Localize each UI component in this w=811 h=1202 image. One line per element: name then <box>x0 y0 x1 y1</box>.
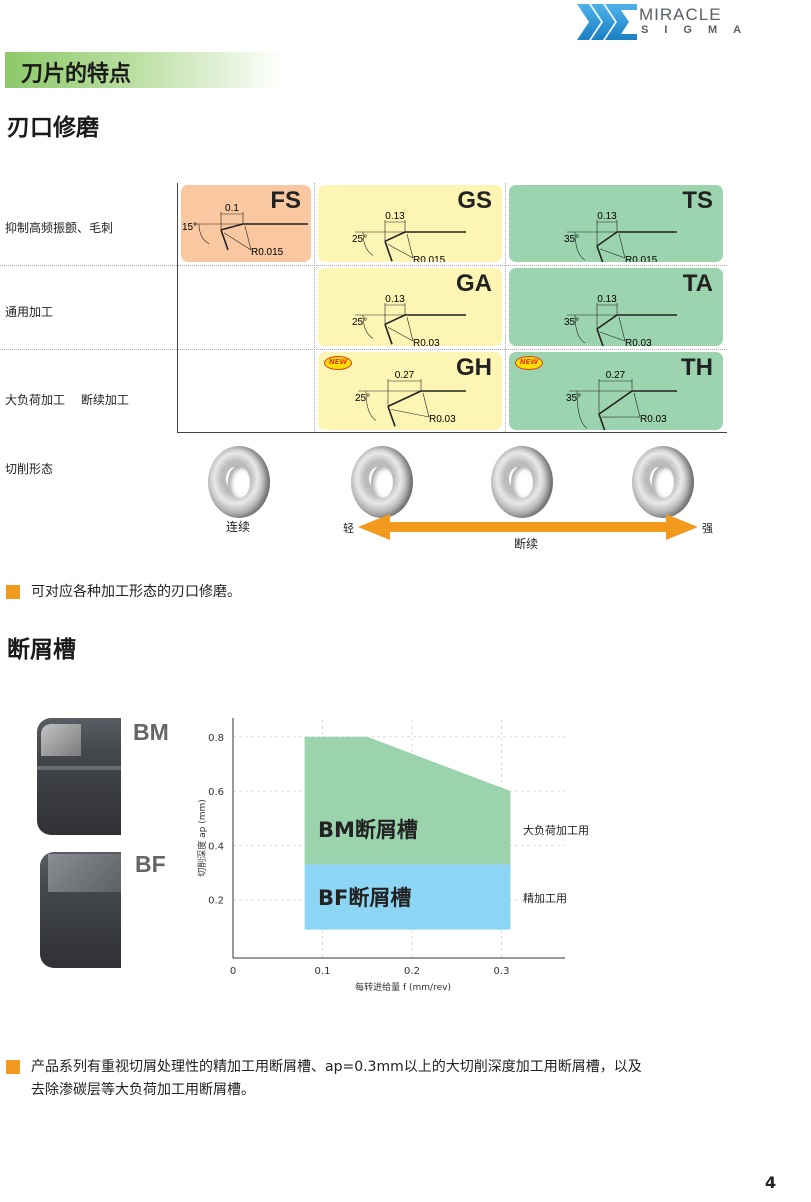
edge-prep-cell-gh: 0.27 25° R0.03 GH NEW <box>318 352 502 430</box>
edge-prep-cell-ts: 0.13 35° R0.015 TS <box>509 185 723 262</box>
new-badge: NEW <box>515 356 543 370</box>
logo-chevrons-icon <box>577 4 637 40</box>
miracle-sigma-logo: MIRACLE SIGMA <box>577 4 747 40</box>
edge-prep-code: TH <box>681 354 713 381</box>
section-title: 刀片的特点 <box>21 62 132 87</box>
angle-label: 35° <box>564 234 579 245</box>
dimension-width-label: 0.27 <box>606 370 626 381</box>
angle-label: 35° <box>566 393 581 404</box>
region-label: BF断屑槽 <box>318 886 411 910</box>
edge-prep-cell-ga: 0.13 25° R0.03 GA <box>318 268 502 346</box>
workpiece-light-interrupt-image <box>351 446 413 518</box>
edge-prep-code: TA <box>682 270 713 297</box>
workpiece-medium-interrupt-image <box>491 446 553 518</box>
note-chipbreaker-line2: 去除渗碳层等大负荷加工用断屑槽。 <box>31 1082 255 1098</box>
dimension-width-label: 0.27 <box>395 370 415 381</box>
row-label-general: 通用加工 <box>5 305 54 319</box>
edge-prep-cell-fs: 0.1 15° R0.015 FS <box>181 185 311 262</box>
edge-prep-cell-th: 0.27 35° R0.03 TH NEW <box>509 352 723 430</box>
region-label: BM断屑槽 <box>318 818 418 842</box>
note-edge-prep: 可对应各种加工形态的刃口修磨。 <box>31 584 241 600</box>
dimension-width-label: 0.13 <box>385 211 405 222</box>
heading-chipbreaker: 断屑槽 <box>7 637 76 663</box>
col-divider <box>505 183 506 432</box>
x-tick-label: 0.2 <box>404 966 420 977</box>
heading-edge-prep: 刃口修磨 <box>7 115 99 141</box>
label-light: 轻 <box>343 522 354 535</box>
row-divider <box>0 265 727 266</box>
cutting-form-label: 切削形态 <box>5 462 54 476</box>
page-number: 4 <box>765 1173 777 1192</box>
angle-label: 25° <box>352 317 367 328</box>
logo-text-miracle: MIRACLE <box>639 5 722 24</box>
row-label-heavy: 大负荷加工 断续加工 <box>5 393 129 407</box>
radius-label: R0.03 <box>429 414 456 425</box>
x-axis-label: 每转进给量 f (mm/rev) <box>355 981 451 993</box>
workpiece-continuous-image <box>208 446 270 518</box>
edge-geometry-diagram: 0.13 35° R0.015 <box>564 211 677 262</box>
radius-label: R0.03 <box>413 338 440 346</box>
edge-prep-code: TS <box>682 187 713 214</box>
label-strong: 强 <box>702 522 713 535</box>
insert-bf-label: BF <box>135 851 166 877</box>
section-band: 刀片的特点 <box>5 52 285 88</box>
edge-geometry-diagram: 0.1 15° R0.015 <box>182 203 308 258</box>
label-continuous: 连续 <box>226 520 251 534</box>
edge-geometry-diagram: 0.13 25° R0.015 <box>352 211 466 262</box>
radius-label: R0.015 <box>413 255 446 262</box>
region-use-label: 精加工用 <box>523 892 567 905</box>
edge-geometry-diagram: 0.27 25° R0.03 <box>355 370 466 427</box>
grid-axis-vertical <box>177 183 178 433</box>
row-label-anti-chatter: 抑制高频振颤、毛刺 <box>5 221 114 235</box>
double-arrow-icon <box>358 514 698 540</box>
insert-bm-label: BM <box>133 719 169 745</box>
region-bm <box>304 736 511 865</box>
dimension-width-label: 0.1 <box>225 203 239 214</box>
edge-prep-code: GH <box>456 354 492 381</box>
edge-prep-code: GS <box>457 187 492 214</box>
edge-prep-code: FS <box>270 187 301 214</box>
edge-geometry-diagram: 0.13 25° R0.03 <box>352 294 466 346</box>
x-tick-label: 0.3 <box>494 966 510 977</box>
dimension-width-label: 0.13 <box>385 294 405 305</box>
angle-label: 25° <box>355 393 370 404</box>
edge-prep-cell-ta: 0.13 35° R0.03 TA <box>509 268 723 346</box>
dimension-width-label: 0.13 <box>597 211 617 222</box>
angle-label: 25° <box>352 234 367 245</box>
grid-axis-horizontal <box>177 432 727 433</box>
radius-label: R0.03 <box>640 414 667 425</box>
edge-geometry-diagram: 0.27 35° R0.03 <box>566 370 677 430</box>
edge-prep-cell-gs: 0.13 25° R0.015 GS <box>318 185 502 262</box>
y-tick-label: 0.8 <box>208 733 224 744</box>
radius-label: R0.015 <box>251 247 284 258</box>
insert-bm-image <box>37 718 121 835</box>
edge-geometry-diagram: 0.13 35° R0.03 <box>564 294 677 346</box>
new-badge: NEW <box>324 356 352 370</box>
bullet-square-icon <box>6 585 20 599</box>
y-tick-label: 0.6 <box>208 787 224 798</box>
y-axis-label: 切削深度 ap (mm) <box>196 799 208 877</box>
radius-label: R0.015 <box>625 255 658 262</box>
radius-label: R0.03 <box>625 338 652 346</box>
region-use-label: 大负荷加工用 <box>523 823 589 837</box>
dimension-width-label: 0.13 <box>597 294 617 305</box>
x-tick-label: 0 <box>230 966 236 977</box>
col-divider <box>314 183 315 432</box>
label-interrupted: 断续 <box>514 537 539 551</box>
region-bf <box>304 864 511 930</box>
edge-prep-code: GA <box>456 270 492 297</box>
angle-label: 15° <box>182 222 197 233</box>
x-tick-label: 0.1 <box>315 966 331 977</box>
bullet-square-icon <box>6 1060 20 1074</box>
y-tick-label: 0.2 <box>208 896 224 907</box>
y-tick-label: 0.4 <box>208 841 224 852</box>
logo-text-sigma: SIGMA <box>641 24 758 36</box>
workpiece-heavy-interrupt-image <box>632 446 694 518</box>
row-divider <box>0 349 727 350</box>
angle-label: 35° <box>564 317 579 328</box>
note-chipbreaker-line1: 产品系列有重视切屑处理性的精加工用断屑槽、ap=0.3mm以上的大切削深度加工用… <box>31 1059 642 1075</box>
insert-bf-image <box>40 852 121 968</box>
